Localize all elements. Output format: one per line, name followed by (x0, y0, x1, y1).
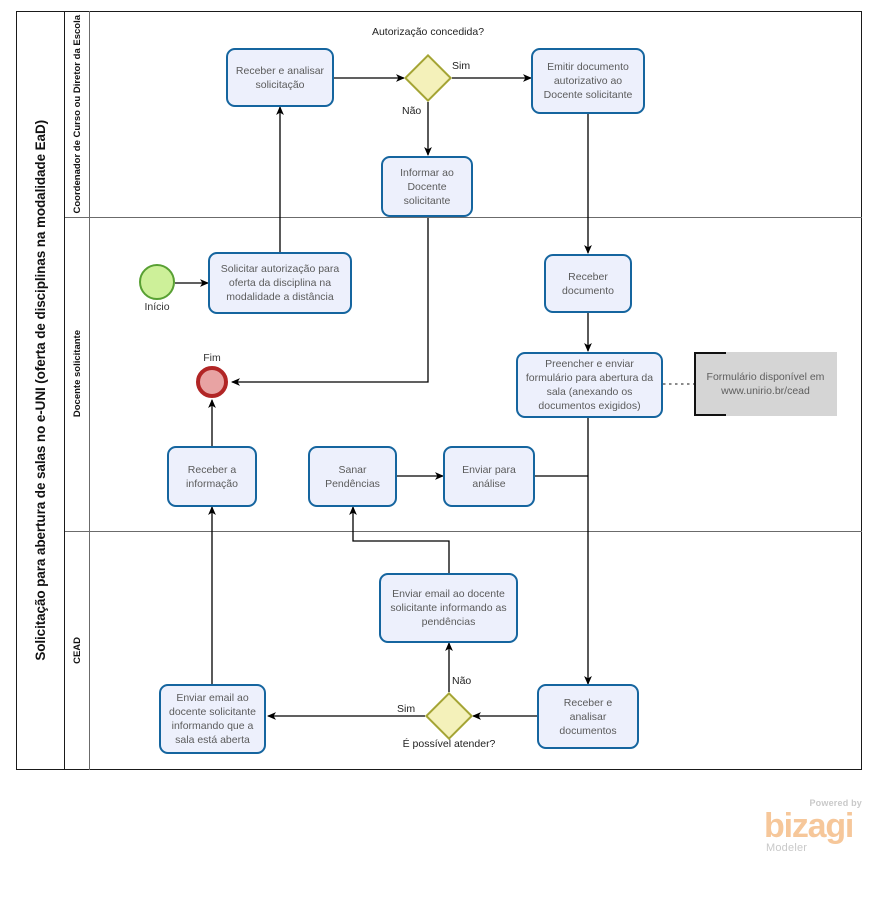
gateway-atender-label: É possível atender? (402, 738, 496, 750)
task-enviar-email-sala-aberta[interactable]: Enviar email ao docente solicitante info… (159, 684, 266, 754)
task-label: Preencher e enviar formulário para abert… (525, 358, 654, 412)
task-label: Solicitar autorização para oferta da dis… (220, 263, 340, 303)
lane-label-coordenador: Coordenador de Curso ou Diretor da Escol… (65, 11, 90, 217)
logo-product-text: Modeler (766, 842, 808, 854)
lane-label-coordenador-text: Coordenador de Curso ou Diretor da Escol… (71, 14, 83, 214)
bizagi-logo: Powered by bizagi Modeler (764, 798, 864, 860)
task-informar-ao-docente[interactable]: Informar ao Docente solicitante (381, 156, 473, 217)
task-label: Receber a informação (186, 463, 238, 490)
task-label: Receber e analisar documentos (559, 696, 617, 737)
pool-title-text: Solicitação para abertura de salas no e-… (32, 120, 48, 661)
task-receber-analisar-documentos[interactable]: Receber e analisar documentos (537, 684, 639, 749)
task-enviar-para-analise[interactable]: Enviar para análise (443, 446, 535, 507)
lane-separator-2 (65, 531, 862, 532)
lane-label-cead: CEAD (65, 531, 90, 770)
flow-label-sim-autorizacao: Sim (452, 60, 471, 72)
pool-title: Solicitação para abertura de salas no e-… (16, 11, 65, 770)
gateway-autorizacao-label: Autorização concedida? (371, 26, 485, 38)
task-receber-a-informacao[interactable]: Receber a informação (167, 446, 257, 507)
lane-label-docente: Docente solicitante (65, 217, 90, 531)
annotation-bracket-top (694, 352, 726, 354)
flow-label-nao-autorizacao: Não (402, 105, 422, 117)
end-event-label: Fim (203, 352, 221, 364)
annotation-formulario: Formulário disponível em www.unirio.br/c… (694, 352, 837, 416)
annotation-bracket-bottom (694, 414, 726, 416)
task-label: Receber e analisar solicitação (235, 64, 325, 91)
annotation-bracket-vertical (694, 352, 696, 416)
task-label: Enviar email ao docente solicitante info… (390, 588, 507, 628)
flow-label-sim-atender: Sim (397, 703, 416, 715)
task-sanar-pendencias[interactable]: Sanar Pendências (308, 446, 397, 507)
flow-label-nao-atender: Não (452, 675, 472, 687)
task-emitir-documento-autorizativo[interactable]: Emitir documento autorizativo ao Docente… (531, 48, 645, 114)
task-receber-analisar-solicitacao[interactable]: Receber e analisar solicitação (226, 48, 334, 107)
task-label: Sanar Pendências (325, 463, 380, 490)
end-event-fim[interactable] (196, 366, 228, 398)
task-label: Receber documento (562, 270, 614, 297)
task-enviar-email-pendencias[interactable]: Enviar email ao docente solicitante info… (379, 573, 518, 643)
lane-label-cead-text: CEAD (71, 637, 83, 664)
lane-separator-1 (65, 217, 862, 218)
logo-powered-by-text: Powered by (809, 798, 862, 808)
task-label: Emitir documento autorizativo ao Docente… (543, 61, 633, 101)
annotation-text: Formulário disponível em www.unirio.br/c… (706, 371, 825, 397)
task-solicitar-autorizacao[interactable]: Solicitar autorização para oferta da dis… (208, 252, 352, 314)
task-label: Informar ao Docente solicitante (400, 166, 454, 207)
start-event-label: Início (144, 301, 170, 313)
lane-label-docente-text: Docente solicitante (71, 330, 83, 418)
process-pool (16, 11, 862, 770)
task-label: Enviar email ao docente solicitante info… (169, 692, 256, 746)
logo-brand-text: bizagi (764, 807, 854, 845)
start-event-inicio[interactable] (139, 264, 175, 300)
task-preencher-enviar-formulario[interactable]: Preencher e enviar formulário para abert… (516, 352, 663, 418)
task-receber-documento[interactable]: Receber documento (544, 254, 632, 313)
task-label: Enviar para análise (462, 463, 516, 490)
